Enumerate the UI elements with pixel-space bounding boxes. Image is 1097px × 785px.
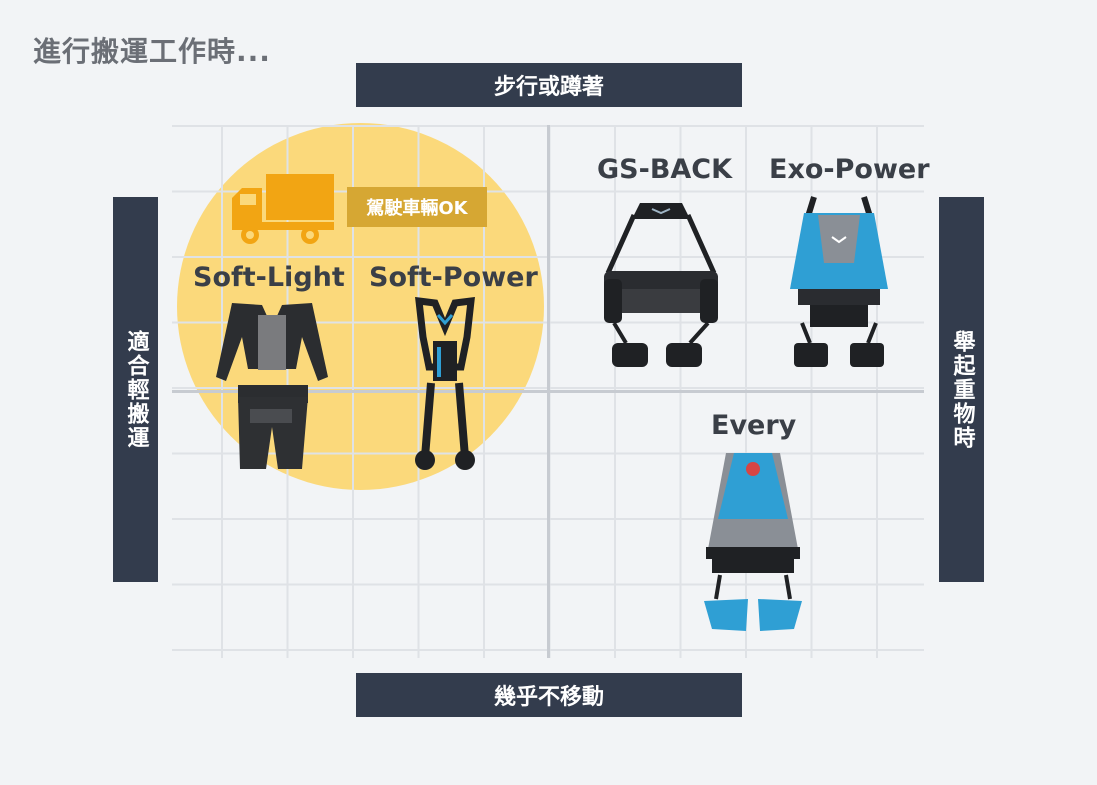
product-label-soft-light: Soft-Light	[193, 262, 345, 293]
axis-label-left: 適合輕搬運	[123, 329, 149, 450]
driving-ok-badge: 駕駛車輛OK	[347, 187, 487, 227]
axis-label-right-bar: 舉起重物時	[939, 197, 984, 582]
product-label-soft-power: Soft-Power	[369, 262, 538, 293]
page-title: 進行搬運工作時...	[33, 35, 271, 68]
soft-light-suit-image	[216, 303, 328, 469]
axis-label-top: 步行或蹲著	[356, 63, 742, 107]
product-label-every: Every	[711, 410, 797, 441]
soft-power-suit-image	[415, 297, 475, 470]
axis-label-bottom: 幾乎不移動	[356, 673, 742, 717]
axis-label-right: 舉起重物時	[949, 329, 975, 450]
every-suit-image	[704, 453, 802, 631]
gs-back-suit-image	[604, 203, 718, 367]
product-label-exo-power: Exo-Power	[769, 154, 930, 185]
exo-power-suit-image	[790, 196, 888, 367]
product-label-gs-back: GS-BACK	[597, 154, 733, 185]
horizontal-axis-line	[172, 390, 924, 393]
truck-icon	[232, 174, 334, 244]
axis-label-left-bar: 適合輕搬運	[113, 197, 158, 582]
